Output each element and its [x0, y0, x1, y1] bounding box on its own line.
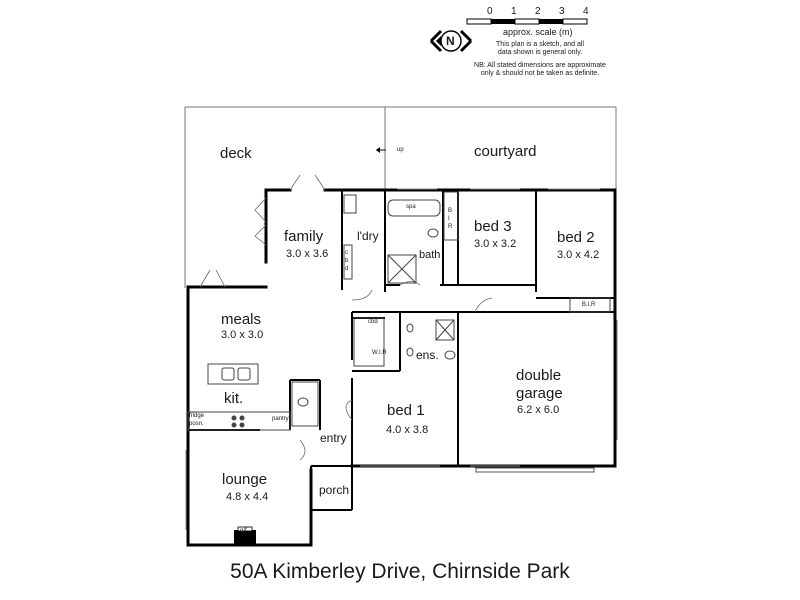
fridge-label-1: fridge [189, 413, 205, 419]
room-bed3-dims: 3.0 x 3.2 [474, 238, 517, 250]
room-kitchen-label: kit. [224, 390, 244, 407]
north-arrow-icon [429, 29, 473, 53]
laundry-fixtures [343, 194, 357, 280]
garage-door [475, 467, 595, 473]
bir-bed3-v3: R [448, 224, 453, 230]
scale-tick-3: 3 [559, 6, 565, 17]
room-lounge-dims: 4.8 x 4.4 [226, 491, 269, 503]
disclaimer-line-1: This plan is a sketch, and all [496, 41, 584, 48]
interior-walls [188, 190, 615, 511]
room-bed3-label: bed 3 [474, 218, 512, 235]
gas-fire-label: g/f [240, 528, 247, 534]
scale-tick-1: 1 [511, 6, 517, 17]
room-entry-label: entry [320, 431, 347, 445]
scale-tick-0: 0 [487, 6, 493, 17]
room-garage-label-1: double [516, 367, 562, 384]
room-lounge-label: lounge [222, 471, 268, 488]
up-label: up [397, 147, 404, 153]
outdoor-boundary [184, 106, 617, 288]
room-family-label: family [284, 228, 324, 245]
nb-line-1: NB: All stated dimensions are approximat… [474, 62, 606, 69]
room-garage-dims: 6.2 x 6.0 [517, 404, 560, 416]
pantry-label: pantry [272, 416, 289, 422]
scale-caption: approx. scale (m) [503, 27, 573, 37]
bir-bed3-v2: I [448, 216, 450, 222]
room-porch-label: porch [319, 483, 350, 497]
exterior-walls [186, 188, 617, 547]
room-ensuite-label: ens. [416, 348, 439, 362]
room-bed2-label: bed 2 [557, 229, 595, 246]
room-meals-label: meals [221, 311, 262, 328]
room-courtyard-label: courtyard [474, 143, 537, 160]
scale-tick-2: 2 [535, 6, 541, 17]
fireplace-icon [234, 526, 256, 544]
up-arrow-icon [376, 147, 386, 153]
doors [199, 174, 493, 461]
room-laundry-label: l'dry [357, 229, 379, 243]
room-bed1-dims: 4.0 x 3.8 [386, 424, 429, 436]
fridge-label-2: posn. [189, 421, 204, 427]
compass-letter: N [446, 34, 455, 48]
room-garage-label-2: garage [516, 385, 563, 402]
laundry-cbd-v2: b [345, 258, 349, 264]
kitchen-island [187, 363, 319, 431]
cbd-label: cbd [368, 319, 378, 325]
property-address: 50A Kimberley Drive, Chirnside Park [230, 560, 570, 583]
built-in-robes [353, 191, 611, 367]
room-bed2-dims: 3.0 x 4.2 [557, 249, 600, 261]
nb-line-2: only & should not be taken as definite. [480, 70, 600, 77]
spa-label: spa [406, 204, 416, 210]
bath-fixtures [387, 199, 456, 360]
scale-tick-4: 4 [583, 6, 589, 17]
bir-bed3-v1: B [448, 208, 453, 214]
room-bath-label: bath [419, 249, 441, 261]
laundry-cbd-v1: c [345, 250, 348, 256]
room-bed1-label: bed 1 [387, 402, 425, 419]
disclaimer-line-2: data shown is general only. [497, 49, 583, 56]
room-deck-label: deck [220, 145, 252, 162]
room-meals-dims: 3.0 x 3.0 [221, 329, 264, 341]
windows [185, 188, 618, 530]
room-wir-label: W.I.R [372, 350, 387, 356]
laundry-cbd-v3: d [345, 266, 349, 272]
room-family-dims: 3.0 x 3.6 [286, 248, 329, 260]
scale-bar [466, 18, 588, 25]
bir-bed2-label: B.I.R [582, 302, 596, 308]
